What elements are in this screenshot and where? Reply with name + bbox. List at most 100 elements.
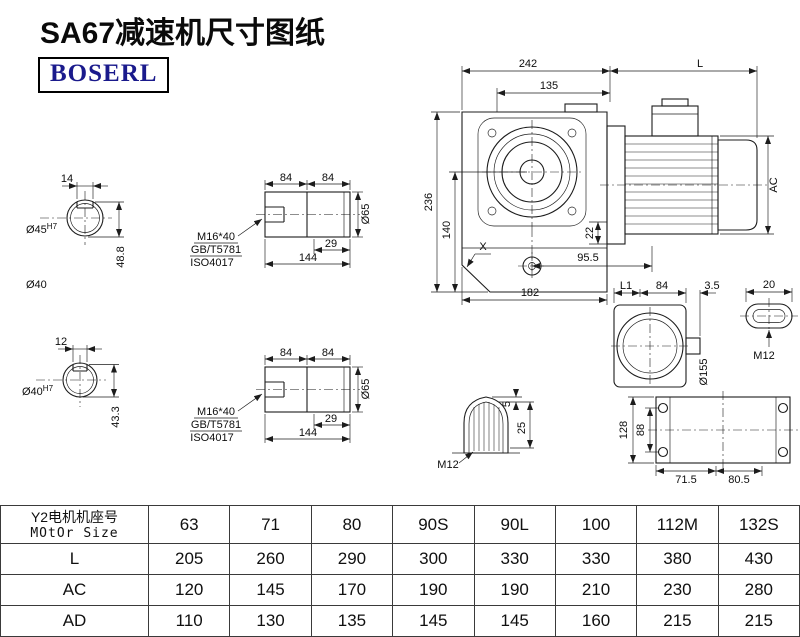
dim-label-AC: AC [768, 177, 780, 192]
table-cell: 110 [147, 605, 231, 637]
shaft-end-view-2: 12 Ø40H7 43.3 [22, 336, 122, 428]
dim-label-140: 140 [441, 221, 453, 239]
dim-label-M12: M12 [437, 459, 458, 471]
note-std-gb: GB/T5781 [191, 244, 241, 256]
table-cell: 260 [229, 543, 312, 575]
dim-label-236: 236 [423, 193, 435, 211]
bottom-view: 128 88 71.5 80.5 [618, 391, 798, 486]
table-cell-size: 90L [473, 505, 556, 544]
side-view: L1 84 3.5 Ø155 20 M12 [611, 279, 798, 388]
brand-logo: BOSERL [38, 57, 170, 93]
table-cell-size: 80 [310, 505, 394, 544]
dim-label-dia65: Ø65 [360, 204, 372, 225]
dim-label-88: 88 [635, 424, 647, 436]
table-cell: 160 [554, 605, 638, 637]
table-cell: 430 [717, 543, 800, 575]
dim-label-84a: 84 [280, 347, 292, 359]
table-row-L: L 205 260 290 300 330 330 380 430 [0, 543, 800, 575]
table-cell-size: 63 [147, 505, 231, 544]
dim-label-dia65: Ø65 [360, 379, 372, 400]
table-cell: 290 [310, 543, 394, 575]
row-label: AC [0, 574, 149, 606]
table-cell: 135 [310, 605, 394, 637]
key-section-view: 5 25 M12 [437, 389, 534, 471]
dim-label-95-5: 95.5 [577, 252, 598, 264]
table-cell-size: 71 [229, 505, 312, 544]
dim-label-135: 135 [540, 80, 558, 92]
dim-label-84: 84 [656, 280, 668, 292]
dim-label-12: 12 [55, 336, 67, 348]
row-label: AD [0, 605, 149, 637]
shaft-side-view-1: 84 84 29 144 Ø65 M16*40 GB/T5781 ISO4017 [190, 172, 372, 269]
note-std-gb: GB/T5781 [191, 419, 241, 431]
dim-label-80-5: 80.5 [728, 474, 749, 486]
note-std-iso: ISO4017 [190, 257, 233, 269]
dim-label-3-5: 3.5 [704, 280, 719, 292]
dim-label-128: 128 [618, 421, 630, 439]
hatching [473, 402, 500, 451]
dim-label-L: L [697, 58, 703, 70]
table-cell-size: 112M [636, 505, 719, 544]
dim-label-48-8: 48.8 [115, 246, 127, 267]
table-cell: 230 [636, 574, 719, 606]
dim-label-84a: 84 [280, 172, 292, 184]
table-cell: 280 [717, 574, 800, 606]
motor-dimension-table: Y2电机机座号 MOtOr Size 63 71 80 90S 90L 100 … [0, 505, 800, 637]
table-cell: 190 [473, 574, 556, 606]
table-cell: 380 [636, 543, 719, 575]
main-view: 242 L 135 236 140 22 AC 95.5 182 X [423, 58, 780, 305]
table-row-AC: AC 120 145 170 190 190 210 230 280 [0, 574, 800, 606]
technical-drawing: 14 Ø45H7 48.8 Ø40 12 Ø40H7 43.3 [22, 58, 798, 486]
dim-label-182: 182 [521, 287, 539, 299]
table-cell: 215 [717, 605, 800, 637]
note-thread: M16*40 [197, 231, 235, 243]
table-cell: 300 [392, 543, 475, 575]
dim-label-14: 14 [61, 173, 73, 185]
table-cell: 190 [392, 574, 475, 606]
table-cell: 145 [473, 605, 556, 637]
shaft-end-view-1: 14 Ø45H7 48.8 [26, 173, 127, 268]
row-label: L [0, 543, 149, 575]
dim-label-dia155: Ø155 [698, 359, 710, 386]
dim-label-144: 144 [299, 427, 317, 439]
page-title: SA67减速机尺寸图纸 [40, 17, 326, 50]
dim-label-242: 242 [519, 58, 537, 70]
dim-label-29: 29 [325, 238, 337, 250]
dim-label-5: 5 [501, 401, 513, 407]
dim-label-dia45: Ø45H7 [26, 222, 58, 236]
shaft-side-view-2: 84 84 29 144 Ø65 M16*40 GB/T5781 ISO4017 [190, 347, 372, 444]
dim-label-20: 20 [763, 279, 775, 291]
dim-label-L1: L1 [620, 280, 632, 292]
table-cell: 330 [473, 543, 556, 575]
table-header-row: Y2电机机座号 MOtOr Size 63 71 80 90S 90L 100 … [0, 505, 800, 544]
table-cell-size: 90S [392, 505, 475, 544]
note-std-iso: ISO4017 [190, 432, 233, 444]
dim-label-22: 22 [584, 227, 596, 239]
dim-label-71-5: 71.5 [675, 474, 696, 486]
dim-label-84b: 84 [322, 347, 334, 359]
dim-label-25: 25 [516, 422, 528, 434]
table-cell: 145 [229, 574, 312, 606]
motor-size-label-en: MOtOr Size [30, 525, 119, 541]
dim-label-M12: M12 [753, 350, 774, 362]
table-cell: 120 [147, 574, 231, 606]
dim-label-dia40h7: Ø40H7 [22, 384, 54, 398]
dim-label-144: 144 [299, 252, 317, 264]
motor-fins [625, 143, 718, 225]
table-cell: 205 [147, 543, 231, 575]
table-cell: 330 [554, 543, 638, 575]
table-cell-size: 100 [554, 505, 638, 544]
motor-size-label-cn: Y2电机机座号 [30, 508, 119, 525]
dim-label-29: 29 [325, 413, 337, 425]
table-cell: 170 [310, 574, 394, 606]
table-header-motor-size: Y2电机机座号 MOtOr Size [0, 505, 149, 544]
dim-label-43-3: 43.3 [110, 406, 122, 427]
dim-label-dia40-plain: Ø40 [26, 279, 47, 291]
table-row-AD: AD 110 130 135 145 145 160 215 215 [0, 605, 800, 637]
table-cell: 130 [229, 605, 312, 637]
dim-label-84b: 84 [322, 172, 334, 184]
table-cell: 215 [636, 605, 719, 637]
table-cell: 210 [554, 574, 638, 606]
table-cell: 145 [392, 605, 475, 637]
